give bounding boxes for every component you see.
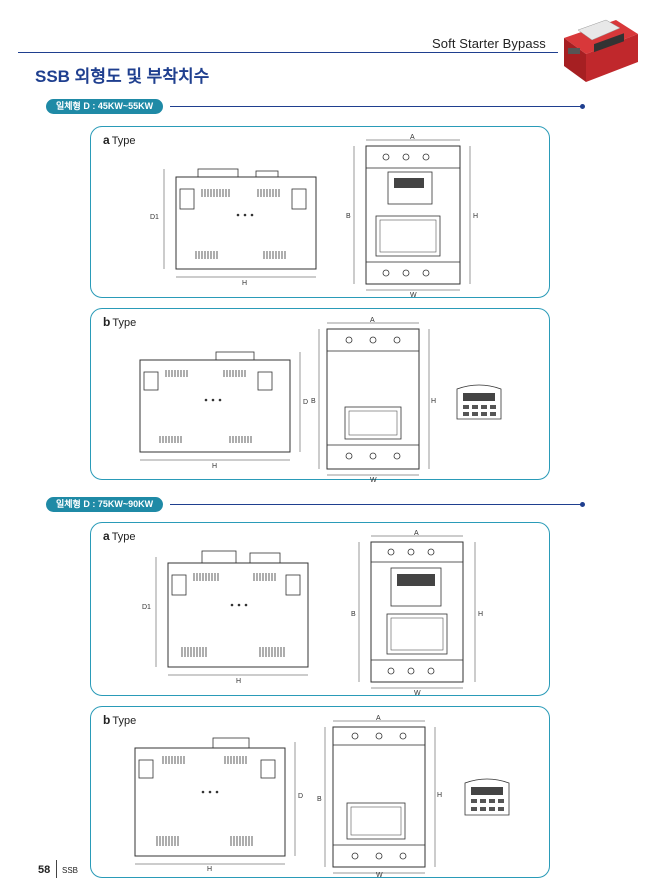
section-rule-2 (170, 504, 583, 505)
dim-label: B (351, 611, 356, 618)
section-label-1: 일체형 D : 45KW~55KW (46, 99, 164, 114)
front-view-drawing: A B H W (311, 317, 436, 484)
dim-label: A (410, 134, 415, 141)
dim-label: W (414, 690, 421, 697)
section-dot-1 (580, 104, 585, 109)
front-view-drawing: A B H W (317, 715, 442, 879)
dim-label: W (410, 292, 417, 299)
dim-label: A (370, 317, 375, 324)
dim-label: D1 (150, 214, 159, 221)
dim-label: H (242, 280, 247, 287)
footer-section: SSB (62, 866, 79, 875)
dim-label: B (346, 213, 351, 220)
header-title: Soft Starter Bypass (432, 36, 546, 51)
dim-label: D (303, 399, 308, 406)
dim-label: A (376, 715, 381, 722)
dim-label: B (311, 398, 316, 405)
dim-label: B (317, 796, 322, 803)
dim-label: H (207, 866, 212, 873)
keypad-drawing (456, 384, 502, 420)
side-view-drawing: D1 H (142, 550, 309, 685)
side-view-drawing: D H (139, 351, 308, 470)
product-photo (564, 19, 638, 82)
keypad-drawing (464, 778, 510, 816)
dim-label: W (370, 477, 377, 484)
section-rule-1 (170, 106, 583, 107)
front-view-drawing: A B H W (346, 134, 478, 299)
header-rule (18, 52, 558, 53)
dim-label: H (478, 611, 483, 618)
front-view-drawing: A B H W (351, 530, 483, 697)
dim-label: D1 (142, 604, 151, 611)
dim-label: H (473, 213, 478, 220)
section-dot-2 (580, 502, 585, 507)
section-label-2: 일체형 D : 75KW~90KW (46, 497, 164, 512)
footer-divider (56, 860, 57, 878)
dim-label: H (437, 792, 442, 799)
dim-label: H (236, 678, 241, 685)
page-number: 58 (38, 864, 51, 876)
page-title: SSB 외형도 및 부착치수 (35, 67, 210, 86)
dim-label: D (298, 793, 303, 800)
side-view-drawing: D1 H (150, 168, 317, 287)
side-view-drawing: D H (134, 737, 303, 873)
dim-label: W (376, 872, 383, 879)
dim-label: A (414, 530, 419, 537)
dim-label: H (431, 398, 436, 405)
dim-label: H (212, 463, 217, 470)
